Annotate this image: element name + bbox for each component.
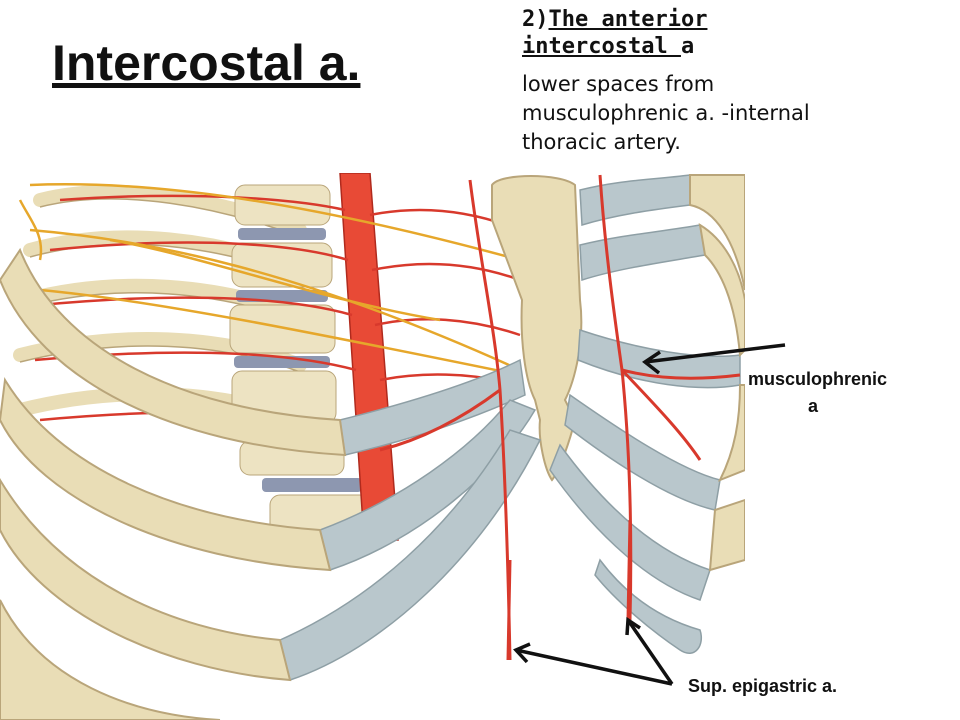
sternum xyxy=(491,175,583,482)
costal-cartilages-left xyxy=(279,358,542,681)
section-description: lower spaces from musculophrenic a. -int… xyxy=(522,72,810,154)
heading-number: 2) xyxy=(522,7,549,32)
anterior-ribs-right xyxy=(689,174,745,572)
anterior-ribs-left xyxy=(0,247,347,720)
intercostal-nerves xyxy=(18,183,521,377)
musculophrenic-label: musculophrenic a xyxy=(748,366,888,420)
sup-epigastric-label: Sup. epigastric a. xyxy=(688,676,838,696)
sup-epigastric-arrows xyxy=(513,616,674,686)
superior-epigastric-arteries xyxy=(506,519,632,661)
heading-suffix: a xyxy=(680,34,695,59)
musculophrenic-label-line1: musculophrenic xyxy=(748,369,888,389)
heading-underlined-text: The anterior intercostal xyxy=(522,7,708,59)
musculophrenic-label-line2: a xyxy=(807,396,818,416)
slide-title: Intercostal a. xyxy=(52,35,361,91)
section-heading: 2)The anterior intercostal a xyxy=(522,6,822,60)
musculophrenic-arrow xyxy=(642,343,786,375)
